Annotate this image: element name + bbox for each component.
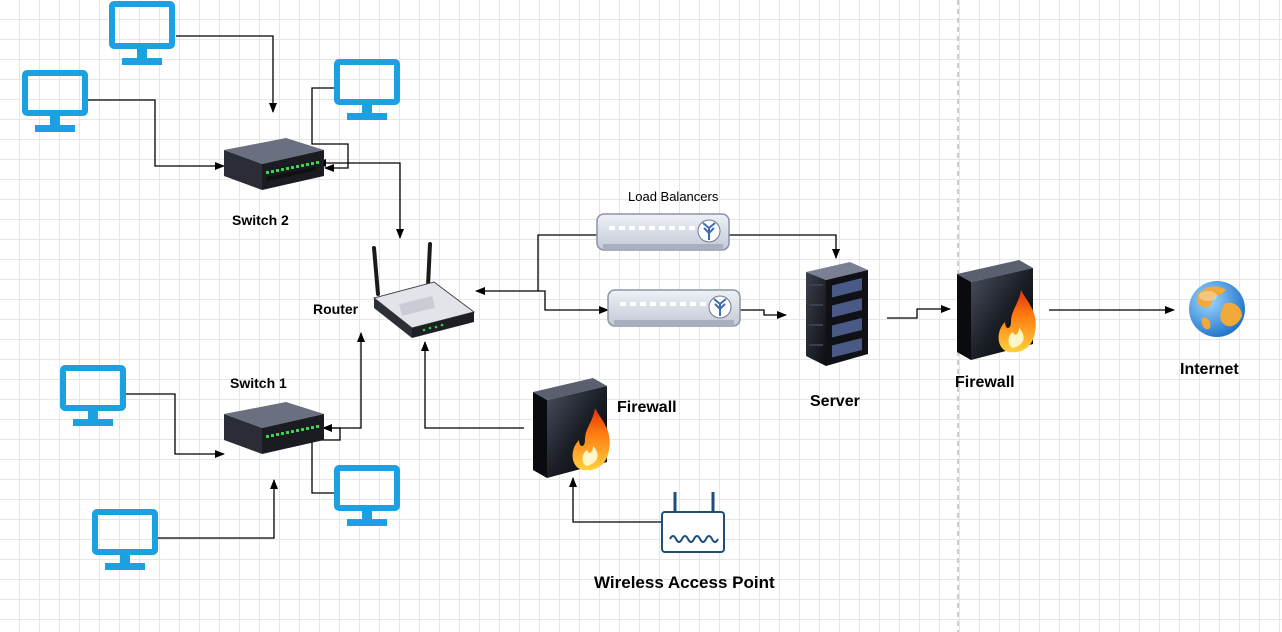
router-label: Router xyxy=(313,301,359,317)
edge-lb-lower-link[interactable] xyxy=(538,290,609,314)
monitor-icon[interactable] xyxy=(334,59,400,120)
edge-lb-upper-link[interactable] xyxy=(537,234,597,291)
server-rack-icon[interactable] xyxy=(806,262,868,366)
load-balancer-icon[interactable] xyxy=(607,289,741,327)
edge-monitor-top-to-switch2[interactable] xyxy=(176,35,277,113)
firewall-center-label: Firewall xyxy=(617,399,677,416)
server-label: Server xyxy=(810,393,860,410)
monitor-icon[interactable] xyxy=(22,70,88,132)
network-switch-icon[interactable] xyxy=(224,138,324,190)
monitor-icon[interactable] xyxy=(60,365,126,426)
firewall-icon[interactable] xyxy=(533,378,610,478)
monitor-icon[interactable] xyxy=(109,1,175,65)
monitor-icon[interactable] xyxy=(92,509,158,570)
edge-firewall-to-router[interactable] xyxy=(421,341,524,429)
load-balancers-label: Load Balancers xyxy=(628,189,719,204)
wireless-router-icon[interactable] xyxy=(372,242,476,338)
firewall-right-label: Firewall xyxy=(955,374,1015,391)
connection-edges xyxy=(88,35,1175,539)
edge-lb-bottom-to-server[interactable] xyxy=(738,309,787,319)
internet-label: Internet xyxy=(1180,361,1239,378)
monitor-icon[interactable] xyxy=(334,465,400,526)
edge-monitor-bottom-to-switch1[interactable] xyxy=(157,479,278,539)
wireless-access-point-label: Wireless Access Point xyxy=(594,573,775,592)
switch1-label: Switch 1 xyxy=(230,375,287,391)
edge-monitor-mid-left-to-switch1[interactable] xyxy=(125,393,225,458)
edge-lb-top-to-server[interactable] xyxy=(729,234,840,259)
load-balancer-icon[interactable] xyxy=(596,213,730,251)
edge-switch2-to-router[interactable] xyxy=(316,159,404,239)
edge-switch1-to-router[interactable] xyxy=(323,332,365,429)
edge-access-point-to-firewall[interactable] xyxy=(569,477,662,523)
globe-icon[interactable] xyxy=(1189,281,1245,337)
switch2-label: Switch 2 xyxy=(232,212,289,228)
firewall-icon[interactable] xyxy=(957,260,1036,360)
edge-monitor-left-to-switch2[interactable] xyxy=(88,99,225,170)
network-switch-icon[interactable] xyxy=(224,402,324,454)
wireless-access-point-icon[interactable] xyxy=(661,492,725,553)
edge-server-to-firewall[interactable] xyxy=(887,305,951,319)
